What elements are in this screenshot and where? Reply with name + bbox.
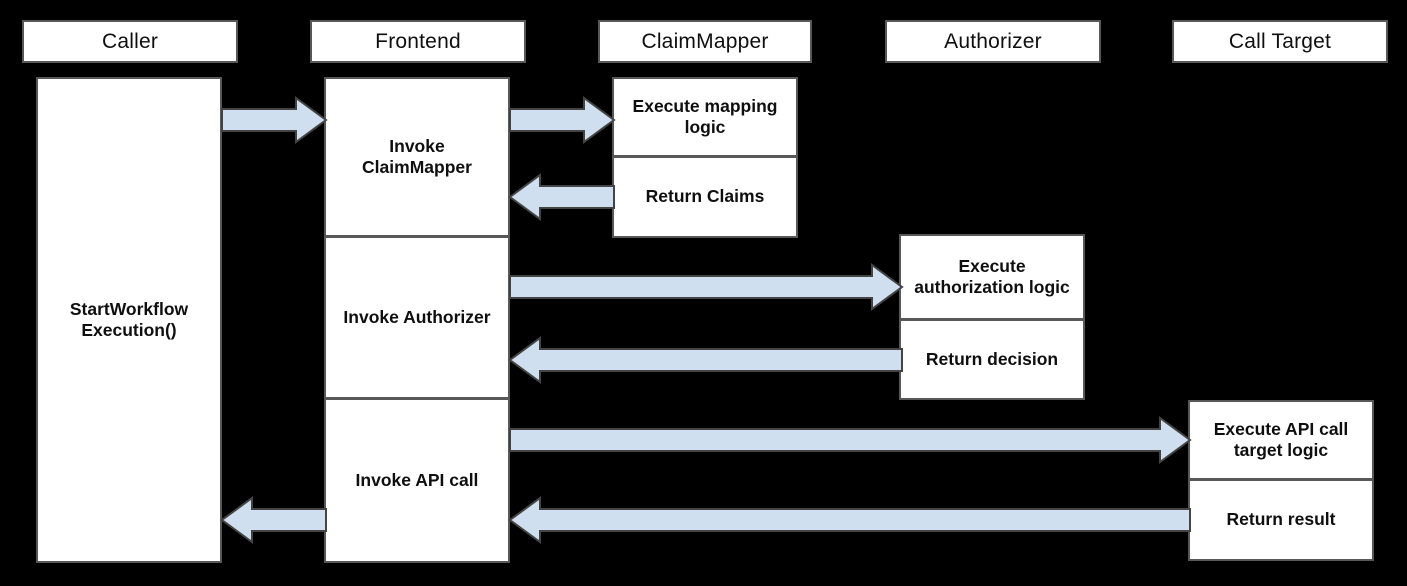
arrow-frontend-to-authorizer <box>509 263 904 311</box>
arrow-frontend-to-calltarget <box>509 416 1192 464</box>
lane-header-calltarget: Call Target <box>1172 20 1388 63</box>
lane-header-caller-label: Caller <box>101 29 159 53</box>
step-calltarget-return-result: Return result <box>1188 479 1374 561</box>
step-frontend-invoke-api-call-label: Invoke API call <box>355 469 479 490</box>
lane-header-calltarget-label: Call Target <box>1228 29 1332 53</box>
arrow-calltarget-to-frontend <box>508 496 1191 544</box>
step-caller-start-workflow-execution-label: StartWorkflow Execution() <box>69 298 189 340</box>
step-claimmapper-execute-mapping-logic: Execute mapping logic <box>612 77 798 157</box>
arrow-authorizer-to-frontend <box>508 336 903 384</box>
arrow-claimmapper-to-frontend <box>508 173 615 221</box>
step-frontend-invoke-authorizer: Invoke Authorizer <box>324 236 510 399</box>
lane-header-claimmapper: ClaimMapper <box>598 20 812 63</box>
step-authorizer-execute-authorization-logic: Execute authorization logic <box>899 234 1085 320</box>
arrow-frontend-to-caller <box>220 496 327 544</box>
step-authorizer-return-decision: Return decision <box>899 319 1085 400</box>
arrow-frontend-to-claimmapper <box>509 96 616 144</box>
lane-header-frontend: Frontend <box>310 20 526 63</box>
step-frontend-invoke-claimmapper-label: Invoke ClaimMapper <box>362 135 472 177</box>
step-frontend-invoke-authorizer-label: Invoke Authorizer <box>343 306 491 327</box>
step-calltarget-execute-api-call-target-logic-label: Execute API call target logic <box>1213 418 1349 460</box>
step-calltarget-return-result-label: Return result <box>1226 509 1336 530</box>
step-frontend-invoke-claimmapper: Invoke ClaimMapper <box>324 77 510 237</box>
step-claimmapper-return-claims: Return Claims <box>612 156 798 238</box>
step-authorizer-execute-authorization-logic-label: Execute authorization logic <box>914 255 1070 297</box>
lane-header-authorizer-label: Authorizer <box>944 29 1042 53</box>
lane-header-caller: Caller <box>22 20 238 63</box>
lane-header-authorizer: Authorizer <box>885 20 1101 63</box>
step-calltarget-execute-api-call-target-logic: Execute API call target logic <box>1188 400 1374 480</box>
step-authorizer-return-decision-label: Return decision <box>925 348 1059 369</box>
step-frontend-invoke-api-call: Invoke API call <box>324 398 510 563</box>
step-claimmapper-return-claims-label: Return Claims <box>645 186 765 207</box>
lane-header-frontend-label: Frontend <box>375 29 461 53</box>
step-caller-start-workflow-execution: StartWorkflow Execution() <box>36 77 222 563</box>
lane-header-claimmapper-label: ClaimMapper <box>641 29 769 53</box>
arrow-caller-to-frontend <box>221 96 328 144</box>
step-claimmapper-execute-mapping-logic-label: Execute mapping logic <box>632 95 778 137</box>
